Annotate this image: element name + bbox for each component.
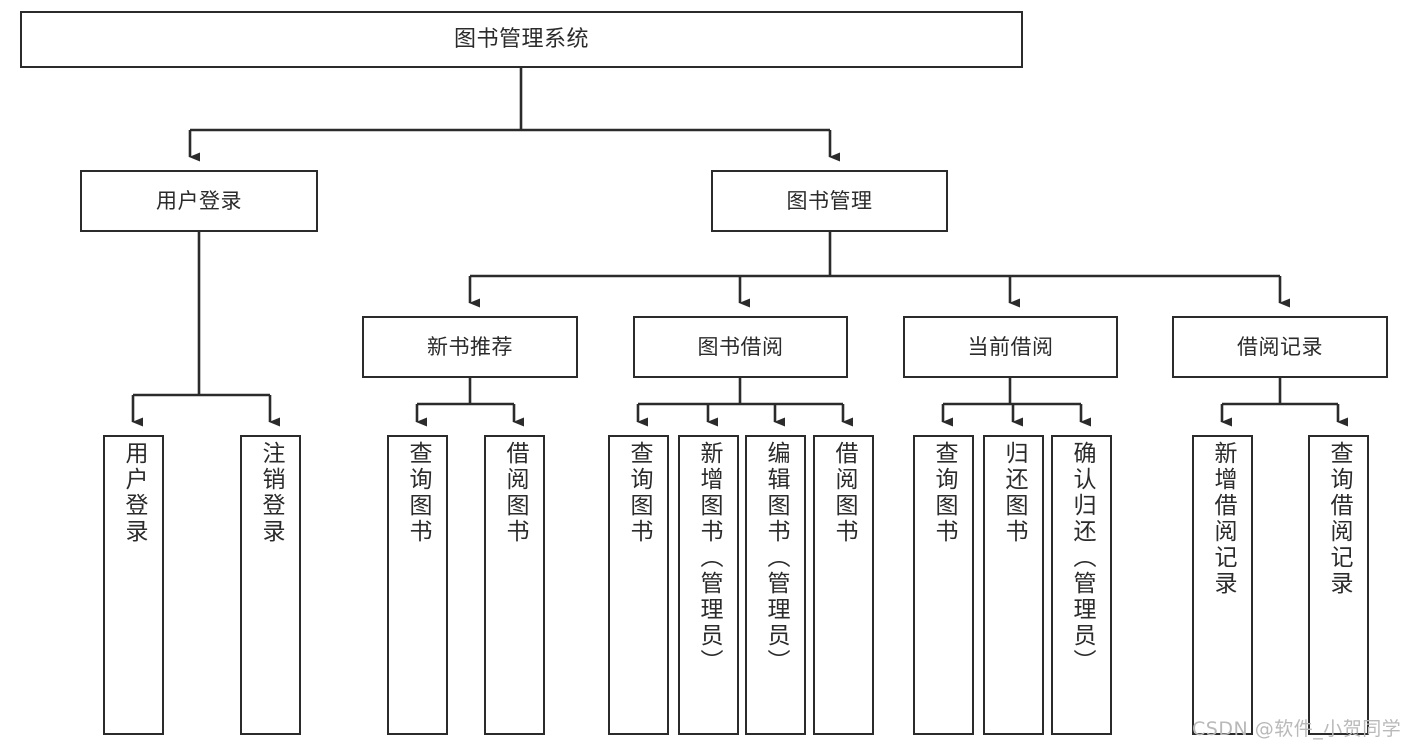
node-leaf-edit-book-admin[interactable]: 编辑图书（管理员） [745, 435, 806, 735]
node-leaf-query-book-borrow-label: 查询图书 [626, 441, 652, 545]
node-book-management[interactable]: 图书管理 [711, 170, 948, 232]
node-book-borrow[interactable]: 图书借阅 [633, 316, 848, 378]
node-leaf-borrow-book-new-label: 借阅图书 [502, 441, 528, 545]
node-book-borrow-label: 图书借阅 [697, 334, 784, 359]
node-borrow-record-label: 借阅记录 [1237, 334, 1323, 359]
node-leaf-logout[interactable]: 注销登录 [240, 435, 301, 735]
node-leaf-query-book-new[interactable]: 查询图书 [387, 435, 448, 735]
node-current-borrow[interactable]: 当前借阅 [903, 316, 1118, 378]
node-new-book-recommend-label: 新书推荐 [427, 334, 513, 359]
node-leaf-borrow-book-label: 借阅图书 [831, 441, 857, 545]
node-leaf-logout-label: 注销登录 [258, 441, 284, 545]
node-leaf-query-book-new-label: 查询图书 [405, 441, 431, 545]
node-leaf-confirm-return-admin-label: 确认归还（管理员） [1069, 441, 1095, 675]
node-leaf-user-login-label: 用户登录 [121, 441, 147, 545]
node-leaf-query-borrow-record[interactable]: 查询借阅记录 [1308, 435, 1369, 735]
node-book-management-label: 图书管理 [786, 188, 873, 213]
node-leaf-add-borrow-record[interactable]: 新增借阅记录 [1192, 435, 1253, 735]
node-user-login[interactable]: 用户登录 [80, 170, 318, 232]
node-current-borrow-label: 当前借阅 [967, 334, 1054, 359]
node-leaf-add-book-admin[interactable]: 新增图书（管理员） [678, 435, 739, 735]
node-leaf-query-book-current[interactable]: 查询图书 [913, 435, 974, 735]
node-borrow-record[interactable]: 借阅记录 [1172, 316, 1388, 378]
node-leaf-return-book-label: 归还图书 [1001, 441, 1027, 545]
node-user-login-label: 用户登录 [156, 188, 242, 213]
node-root-label: 图书管理系统 [453, 26, 589, 52]
node-leaf-user-login[interactable]: 用户登录 [103, 435, 164, 735]
node-leaf-borrow-book[interactable]: 借阅图书 [813, 435, 874, 735]
node-leaf-edit-book-admin-label: 编辑图书（管理员） [763, 441, 789, 675]
node-root[interactable]: 图书管理系统 [20, 11, 1023, 68]
node-leaf-add-borrow-record-label: 新增借阅记录 [1210, 441, 1236, 597]
node-new-book-recommend[interactable]: 新书推荐 [362, 316, 578, 378]
node-leaf-borrow-book-new[interactable]: 借阅图书 [484, 435, 545, 735]
node-leaf-confirm-return-admin[interactable]: 确认归还（管理员） [1051, 435, 1112, 735]
node-leaf-return-book[interactable]: 归还图书 [983, 435, 1044, 735]
node-leaf-query-book-current-label: 查询图书 [931, 441, 957, 545]
node-leaf-query-borrow-record-label: 查询借阅记录 [1326, 441, 1352, 597]
node-leaf-query-book-borrow[interactable]: 查询图书 [608, 435, 669, 735]
node-leaf-add-book-admin-label: 新增图书（管理员） [696, 441, 722, 675]
